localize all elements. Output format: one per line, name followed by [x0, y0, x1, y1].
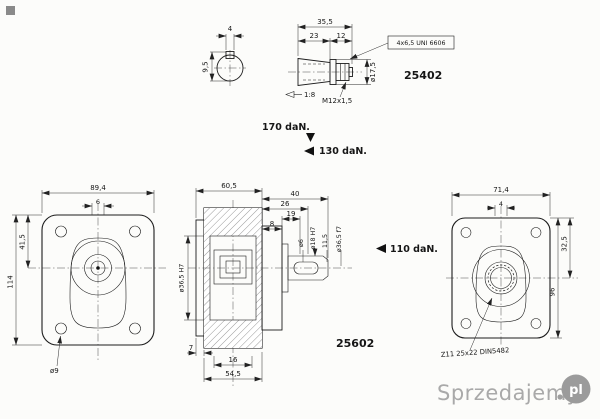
shaft-circle: [90, 260, 106, 276]
watermark-badge: [561, 374, 591, 404]
force-down-arrow-icon: [306, 133, 315, 142]
rear-flange-outline: [451, 217, 551, 339]
front-flange-outline: [41, 214, 155, 346]
shaft-bore-circle: [84, 254, 112, 282]
corner-scan-artifact: [6, 6, 15, 15]
bolt-hole: [460, 227, 472, 238]
dim-offset: 6: [96, 198, 100, 206]
dim-key-height: 9,5: [202, 61, 210, 72]
pump-body-outline: [475, 245, 527, 323]
rear-view: 71,4 4 96 32,5 Z11 25x22 DIN5482: [441, 186, 578, 359]
key-cross-section: [225, 51, 235, 59]
dim-spline-length: 26: [281, 200, 290, 208]
watermark-text: Sprzedajemy: [437, 381, 580, 405]
bolt-hole: [530, 227, 542, 238]
front-view: 89,4 6 41,5 114 ø9: [7, 184, 166, 375]
dim-pilot: ø18 H7: [310, 227, 317, 250]
force-130-label: 130 daN.: [319, 146, 367, 157]
taper-ratio-label: 1:8: [304, 91, 315, 99]
dim-dia6: ø6: [298, 239, 305, 247]
watermark-dot: [557, 394, 563, 400]
dim-16: 16: [229, 356, 238, 364]
watermark: Sprzedajemy pl: [437, 374, 591, 405]
bolt-hole: [55, 322, 67, 335]
part-code-upper: 25402: [404, 69, 442, 82]
force-side-arrow-icon: [376, 244, 386, 253]
dim-flange-height: 114: [7, 275, 15, 289]
force-annotations: 170 daN. 130 daN. 110 daN.: [262, 122, 438, 255]
force-110-label: 110 daN.: [390, 244, 438, 255]
watermark-tld: pl: [569, 383, 583, 398]
bolt-hole: [55, 225, 67, 238]
pilot-boss-circle: [472, 249, 530, 307]
dim-key-width: 4: [228, 25, 233, 33]
dim-thread-length: 12: [337, 32, 346, 40]
bolt-hole: [460, 318, 472, 329]
dim-flange-height: 96: [549, 287, 557, 296]
thread-label: M12x1,5: [322, 97, 352, 105]
dim-taper-length: 23: [310, 32, 319, 40]
bolt-hole: [129, 322, 141, 335]
dim-spigot: ø36,5 f7: [336, 226, 343, 252]
dim-total-length: 35,5: [317, 18, 333, 26]
part-code-lower: 25602: [336, 337, 374, 350]
dim-bore: ø36,5 H7: [179, 264, 186, 293]
spline-outer-circle: [484, 261, 518, 295]
dim-8: 8: [270, 220, 274, 228]
dim-shaft-length: 40: [291, 190, 300, 198]
bearing-block-section: [209, 235, 257, 321]
thread-end-stub: [348, 67, 353, 77]
dim-offset: 4: [499, 200, 503, 208]
bolt-hole: [129, 225, 141, 238]
gear-section: [213, 249, 253, 285]
spline-teeth-circle: [487, 264, 515, 292]
shaft-detail-view: 4 9,5 35,5 23 12 ø17,5 4x6,5 UNI: [202, 18, 455, 105]
bolt-hole: [530, 318, 542, 329]
spline-inner-circle: [490, 267, 512, 289]
force-left-arrow-icon: [304, 146, 314, 156]
dim-body-length: 60,5: [221, 182, 237, 190]
key-spec-box: [387, 35, 455, 50]
dim-center-height: 41,5: [19, 234, 27, 250]
dim-bolt-hole: ø9: [50, 367, 59, 375]
dim-11-5: 11,5: [322, 234, 329, 248]
dim-54-5: 54,5: [225, 370, 241, 378]
key-spec-label: 4x6,5 UNI 6606: [397, 40, 446, 47]
section-view: 60,5 40 26 19 8 ø36,5 H7 ø6 ø18 H7 11,5 …: [179, 182, 374, 386]
pump-body-outline: [69, 237, 127, 329]
drive-shaft-section: [287, 255, 329, 281]
dim-flange-width: 89,4: [90, 184, 106, 192]
dim-center-height: 32,5: [561, 236, 569, 252]
dim-shaft-diameter: ø17,5: [369, 62, 377, 82]
dim-flange-width: 71,4: [493, 186, 509, 194]
dim-7: 7: [189, 344, 193, 352]
center-point: [96, 266, 100, 270]
dim-19: 19: [287, 210, 296, 218]
pilot-boss-circle: [70, 240, 126, 296]
force-170-label: 170 daN.: [262, 122, 310, 133]
